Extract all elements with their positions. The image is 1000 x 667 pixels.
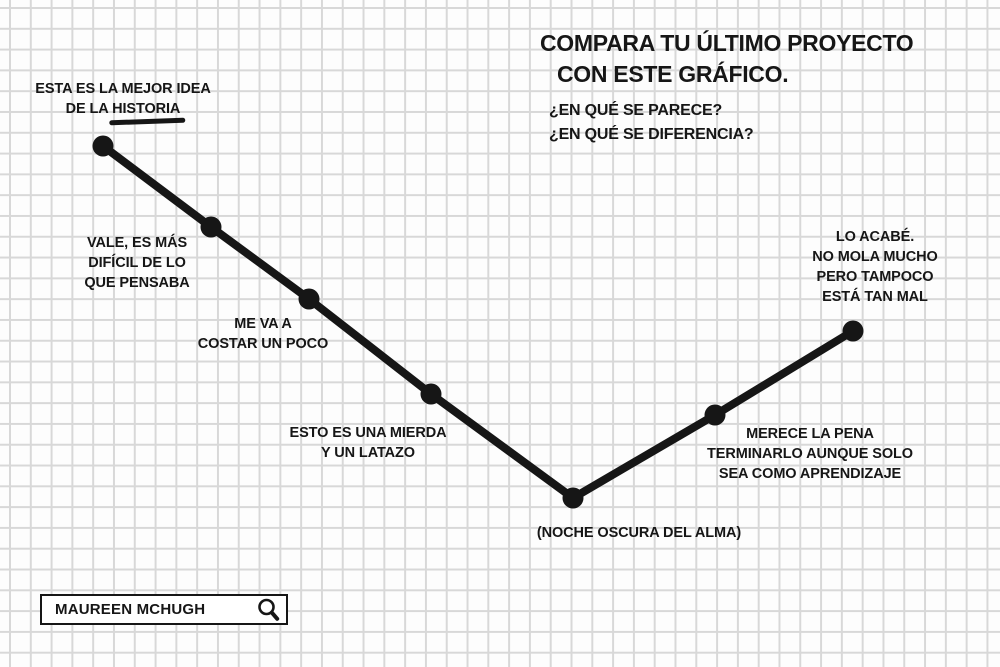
label-line: ESTÁ TAN MAL [822,289,928,305]
label-line: NO MOLA MUCHO [812,249,938,265]
label-line: VALE, ES MÁS [86,235,188,251]
label-line: ME VA A [234,316,292,332]
label-line: COSTAR UN POCO [197,336,329,352]
point-label-best-idea: ESTA ES LA MEJOR IDEA DE LA HISTORIA [35,79,211,119]
label-line: TERMINARLO AUNQUE SOLO [707,446,913,462]
magnifier-icon[interactable] [256,597,282,623]
label-line: ESTO ES UNA MIERDA [289,425,447,441]
data-point [562,487,584,509]
point-label-finished: LO ACABÉ. NO MOLA MUCHO PERO TAMPOCO EST… [812,227,938,307]
label-line: DIFÍCIL DE LO [88,255,186,271]
point-label-harder-than-thought: VALE, ES MÁS DIFÍCIL DE LO QUE PENSABA [84,233,189,293]
underlined-word: HISTORIA [112,101,181,117]
chart-questions: ¿EN QUÉ SE PARECE? ¿EN QUÉ SE DIFERENCIA… [549,99,754,147]
point-label-worth-finishing: MERECE LA PENA TERMINARLO AUNQUE SOLO SE… [707,424,913,484]
point-label-dark-night: (NOCHE OSCURA DEL ALMA) [537,523,741,543]
point-label-will-cost: ME VA A COSTAR UN POCO [197,314,329,354]
point-label-grind: ESTO ES UNA MIERDA Y UN LATAZO [290,423,447,463]
chart-title-line2: CON ESTE GRÁFICO. [557,61,789,87]
search-box[interactable] [40,594,288,625]
label-line: QUE PENSABA [84,275,190,291]
chart-title-line1: COMPARA TU ÚLTIMO PROYECTO [540,30,914,56]
label-line: Y UN LATAZO [321,445,415,461]
data-point [842,320,864,342]
label-line: DE LA HISTORIA [35,99,210,119]
label-line: PERO TAMPOCO [816,269,934,285]
question-diferencia: ¿EN QUÉ SE DIFERENCIA? [549,126,754,143]
data-point [200,216,222,238]
label-line: ESTA ES LA MEJOR IDEA [35,81,211,97]
label-line: LO ACABÉ. [835,229,915,245]
question-parece: ¿EN QUÉ SE PARECE? [549,102,723,119]
label-line: MERECE LA PENA [746,426,874,442]
label-line: SEA COMO APRENDIZAJE [718,466,902,482]
label-line-prefix: DE LA [65,101,109,117]
data-point [92,135,114,157]
data-point [704,404,726,426]
label-line: (NOCHE OSCURA DEL ALMA) [536,525,742,541]
data-point [298,288,320,310]
search-input[interactable] [55,601,240,618]
chart-title: COMPARA TU ÚLTIMO PROYECTO CON ESTE GRÁF… [540,28,914,90]
data-point [420,383,442,405]
